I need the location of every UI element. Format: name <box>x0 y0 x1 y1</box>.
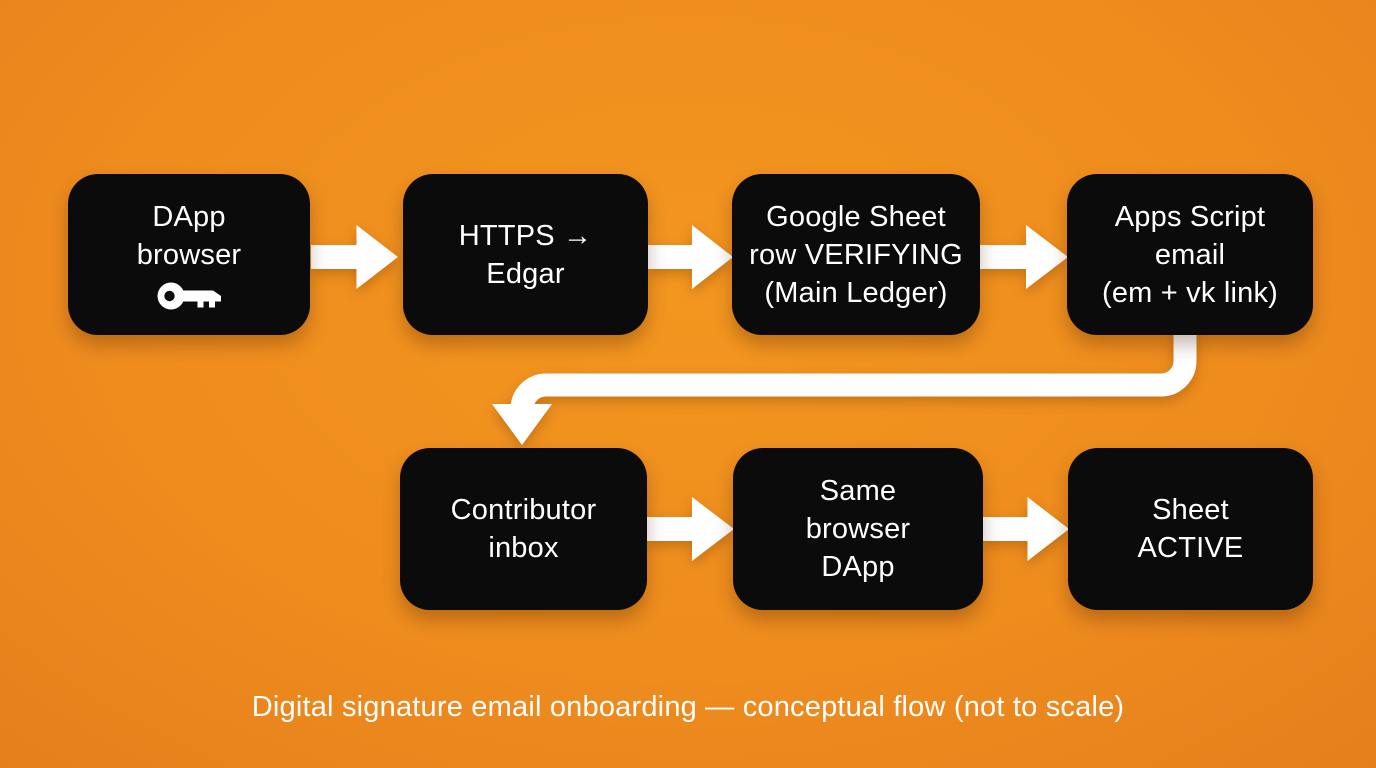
diagram-caption: Digital signature email onboarding — con… <box>251 691 1125 723</box>
arrow-right-icon <box>646 497 734 561</box>
node-https-edgar: HTTPS → Edgar <box>403 174 648 335</box>
node-label: Apps Script email (em + vk link) <box>1101 200 1279 309</box>
arrow-elbow-down-icon <box>492 328 1197 445</box>
arrow-right-icon <box>647 225 733 289</box>
node-label: Google Sheet row VERIFYING (Main Ledger) <box>749 200 963 309</box>
node-label: HTTPS → Edgar <box>458 219 593 290</box>
node-sheet-verifying: Google Sheet row VERIFYING (Main Ledger) <box>732 174 980 335</box>
node-label: DApp browser <box>136 200 242 271</box>
node-label: Sheet ACTIVE <box>1137 494 1244 564</box>
node-contributor-inbox: Contributor inbox <box>400 448 647 610</box>
arrow-right-icon <box>980 225 1068 289</box>
node-dapp-browser: DApp browser <box>68 174 310 335</box>
arrow-right-icon <box>311 225 398 289</box>
node-sheet-active: Sheet ACTIVE <box>1068 448 1313 610</box>
node-same-browser-dapp: Same browser DApp <box>733 448 983 610</box>
node-apps-script-email: Apps Script email (em + vk link) <box>1067 174 1313 335</box>
arrow-right-icon <box>982 497 1069 561</box>
node-label: Contributor inbox <box>450 494 597 564</box>
node-label: Same browser DApp <box>805 475 911 583</box>
key-icon <box>156 280 222 312</box>
